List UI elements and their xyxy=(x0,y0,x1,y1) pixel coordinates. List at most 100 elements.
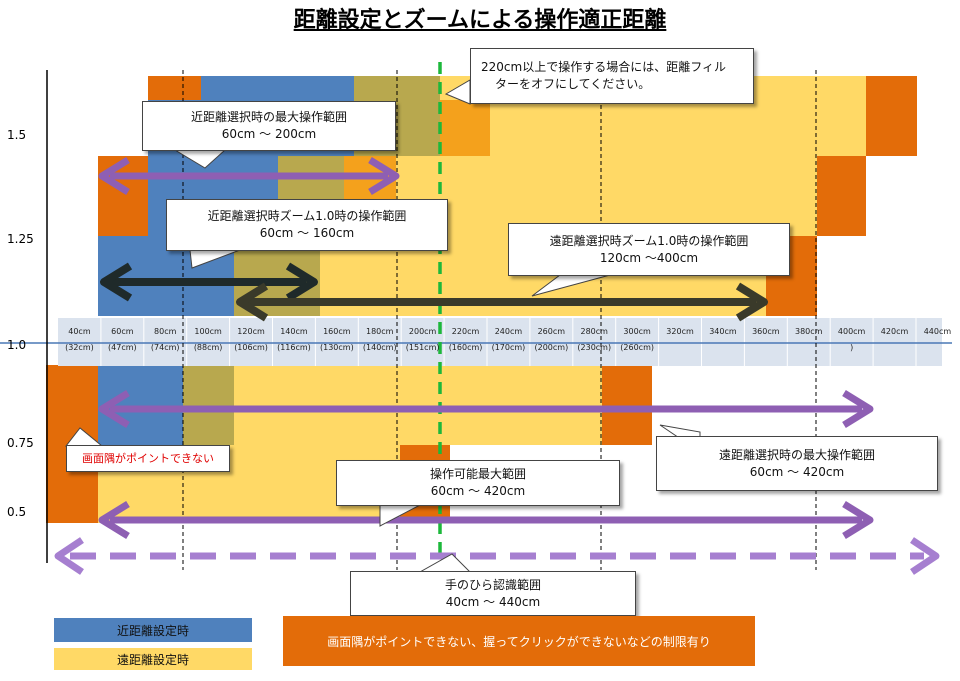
x-tick-sublabel: (200cm) xyxy=(534,343,569,352)
x-tick-label: 240cm xyxy=(494,327,523,336)
x-tick-15: 340cm xyxy=(702,327,745,343)
callout-far-zoom-line1: 遠距離選択時ズーム1.0時の操作範囲 xyxy=(549,233,749,248)
x-tick-13: 300cm (260cm) xyxy=(616,327,659,353)
x-tick-14: 320cm xyxy=(659,327,702,343)
callout-corner: 画面隅がポイントできない xyxy=(66,445,230,472)
x-tick-7: 180cm (140cm) xyxy=(358,327,401,353)
page-title: 距離設定とズームによる操作適正距離 xyxy=(293,8,667,33)
legend-far: 遠距離設定時 xyxy=(54,648,252,670)
x-tick-16: 360cm xyxy=(744,327,787,343)
callout-operable: 操作可能最大範囲 60cm ～ 420cm xyxy=(336,460,620,506)
legend-restricted: 画面隅がポイントできない、握ってクリックができないなどの制限有り xyxy=(283,616,755,666)
callout-far-max: 遠距離選択時の最大操作範囲 60cm ～ 420cm xyxy=(656,436,938,491)
x-tick-8: 200cm (151cm) xyxy=(401,327,444,353)
x-tick-sublabel: (160cm) xyxy=(448,343,483,352)
x-tick-sublabel: (106cm) xyxy=(234,343,268,352)
x-tick-sublabel: (230cm) xyxy=(577,343,612,352)
x-tick-sublabel: (116cm) xyxy=(277,343,311,352)
x-tick-3: 100cm (88cm) xyxy=(187,327,230,353)
x-tick-sublabel: (88cm) xyxy=(193,343,223,352)
callout-near-max: 近距離選択時の最大操作範囲 60cm ～ 200cm xyxy=(142,101,396,151)
x-tick-sublabel: (74cm) xyxy=(150,343,180,352)
band-far-bottom xyxy=(234,365,602,445)
x-tick-sublabel: (130cm) xyxy=(319,343,354,352)
callout-palm-line1: 手のひら認識範囲 xyxy=(444,577,541,592)
x-tick-label: 400cm xyxy=(837,327,866,336)
x-axis-strip xyxy=(58,318,942,366)
arrow-near-zoom xyxy=(100,262,318,302)
x-tick-label: 160cm xyxy=(323,327,351,336)
callout-near-zoom-line2: 60cm ～ 160cm xyxy=(259,226,355,240)
x-tick-18: 400cm) xyxy=(830,327,873,353)
band-restricted-top-right xyxy=(866,76,917,156)
x-tick-label: 420cm xyxy=(880,327,909,336)
callout-near-zoom: 近距離選択時ズーム1.0時の操作範囲 60cm ～ 160cm xyxy=(166,199,448,251)
x-tick-sublabel: ) xyxy=(850,343,854,352)
x-tick-label: 380cm xyxy=(795,327,823,336)
x-tick-label: 200cm xyxy=(408,327,437,336)
x-tick-label: 180cm xyxy=(366,327,394,336)
x-tick-19: 420cm xyxy=(873,327,916,343)
callout-far-max-line2: 60cm ～ 420cm xyxy=(749,464,845,479)
callout-near-max-line1: 近距離選択時の最大操作範囲 xyxy=(190,110,347,124)
y-label-0-5: 0.5 xyxy=(7,505,27,519)
band-restricted-mid-left xyxy=(98,156,148,236)
y-label-1-5: 1.5 xyxy=(7,128,27,142)
y-label-1-0: 1.0 xyxy=(7,338,27,352)
x-tick-label: 260cm xyxy=(537,327,566,336)
x-tick-sublabel: (140cm) xyxy=(362,343,397,352)
arrow-far-max xyxy=(98,390,874,428)
x-tick-4: 120cm(106cm) xyxy=(230,327,273,353)
y-label-0-75: 0.75 xyxy=(7,436,34,450)
x-tick-label: 340cm xyxy=(709,327,737,336)
legend-near: 近距離設定時 xyxy=(54,618,252,642)
callout-far-zoom: 遠距離選択時ズーム1.0時の操作範囲 120cm ～400cm xyxy=(508,223,790,276)
x-tick-0: 40cm (32cm) xyxy=(58,327,101,353)
callout-near-max-line2: 60cm ～ 200cm xyxy=(221,127,317,141)
x-tick-label: 360cm xyxy=(752,327,780,336)
x-tick-6: 160cm (130cm) xyxy=(315,327,358,353)
x-tick-label: 220cm xyxy=(451,327,480,336)
callout-corner-line1: 画面隅がポイントできない xyxy=(82,452,214,465)
x-tick-17: 380cm xyxy=(787,327,830,343)
callout-palm: 手のひら認識範囲 40cm ～ 440cm xyxy=(350,571,636,616)
x-tick-sublabel: (260cm) xyxy=(620,343,654,352)
x-tick-11: 260cm (200cm) xyxy=(530,327,573,353)
callout-palm-line2: 40cm ～ 440cm xyxy=(445,594,541,609)
callout-filter-line1: 220cm以上で操作する場合には、距離フィル xyxy=(481,60,726,74)
x-tick-label: 440cm xyxy=(923,327,952,336)
x-axis-dividers xyxy=(100,318,960,366)
x-tick-label: 140cm xyxy=(280,327,308,336)
arrow-operable xyxy=(98,501,874,539)
x-tick-label: 80cm xyxy=(154,327,177,336)
callout-operable-line2: 60cm ～ 420cm xyxy=(430,484,526,498)
callout-near-zoom-line1: 近距離選択時ズーム1.0時の操作範囲 xyxy=(207,209,407,223)
x-tick-sublabel: (47cm) xyxy=(108,343,137,352)
x-tick-label: 300cm xyxy=(623,327,651,336)
arrow-palm xyxy=(54,537,940,575)
callout-operable-line1: 操作可能最大範囲 xyxy=(429,467,526,481)
x-tick-label: 100cm xyxy=(194,327,222,336)
x-tick-sublabel: (151cm) xyxy=(405,343,440,352)
x-tick-sublabel: (170cm) xyxy=(491,343,526,352)
callout-filter: 220cm以上で操作する場合には、距離フィル ターをオフにしてください。 xyxy=(470,48,754,104)
band-restricted-mid-right xyxy=(817,156,866,236)
x-tick-2: 80cm (74cm) xyxy=(144,327,187,353)
callout-far-max-line1: 遠距離選択時の最大操作範囲 xyxy=(718,447,875,462)
x-tick-label: 60cm xyxy=(111,327,134,336)
band-olive-bottom xyxy=(183,365,234,445)
x-tick-9: 220cm (160cm) xyxy=(444,327,487,353)
arrow-near-max xyxy=(98,157,400,195)
x-tick-5: 140cm (116cm) xyxy=(273,327,316,353)
x-tick-10: 240cm (170cm) xyxy=(487,327,530,353)
x-tick-label: 40cm xyxy=(68,327,91,336)
arrow-far-zoom xyxy=(236,282,768,322)
x-tick-1: 60cm (47cm) xyxy=(101,327,144,353)
band-restricted-top-left xyxy=(148,76,201,100)
callout-far-zoom-line2: 120cm ～400cm xyxy=(599,250,699,265)
band-restricted-bottom-mid xyxy=(602,365,652,445)
arrows xyxy=(54,157,940,575)
x-tick-sublabel: (32cm) xyxy=(65,343,94,352)
x-tick-12: 280cm(230cm) xyxy=(573,327,616,353)
